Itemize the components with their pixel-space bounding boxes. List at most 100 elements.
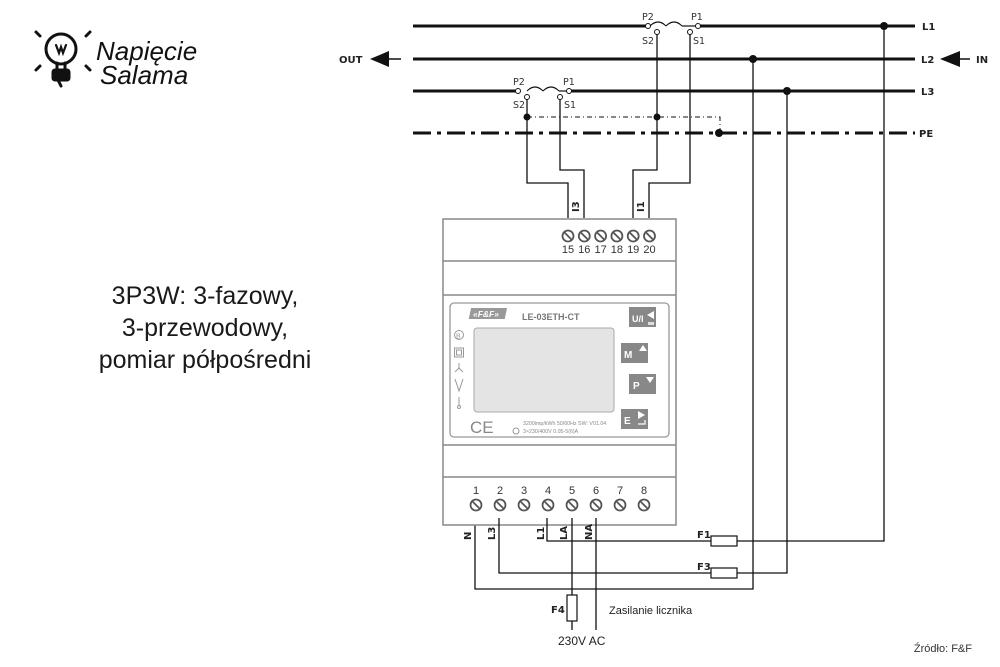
source-credit: Źródło: F&F bbox=[913, 643, 972, 655]
out-arrow-icon bbox=[370, 51, 401, 67]
ct1-s1-label: S1 bbox=[693, 36, 705, 47]
terminal-label-na: NA bbox=[584, 524, 595, 540]
terminal-20: 20 bbox=[643, 229, 656, 256]
svg-text:E: E bbox=[624, 416, 631, 427]
terminal-5: 5 bbox=[565, 485, 579, 512]
terminal-number: 2 bbox=[497, 485, 503, 497]
b-circle-icon: B bbox=[454, 330, 464, 341]
energy-meter: «F&F» LE-03ETH-CT B bbox=[442, 218, 677, 526]
button-p[interactable]: P bbox=[629, 374, 656, 394]
brand-label: «F&F» bbox=[473, 309, 499, 319]
enter-arrow-icon bbox=[638, 411, 646, 425]
bottom-terminal-block: 1 2 3 4 5 6 7 8 bbox=[469, 485, 651, 512]
svg-text:U/I: U/I bbox=[632, 314, 644, 324]
ct1-s2-label: S2 bbox=[642, 36, 654, 47]
light-bulb-icon bbox=[34, 30, 92, 88]
down-arrow-icon bbox=[646, 377, 654, 383]
terminal-number: 15 bbox=[562, 244, 574, 256]
phase-taps bbox=[474, 26, 885, 590]
logo-line1: Napięcie bbox=[96, 36, 197, 66]
terminal-label-l3: L3 bbox=[487, 527, 498, 540]
button-e[interactable]: E bbox=[621, 409, 648, 429]
svg-text:F1: F1 bbox=[697, 530, 711, 541]
junction-dot bbox=[783, 87, 791, 95]
fuse-f4: F4 bbox=[551, 594, 578, 622]
terminal-19: 19 bbox=[626, 229, 640, 256]
terminal-number: 18 bbox=[611, 244, 623, 256]
terminal-number: 19 bbox=[627, 244, 639, 256]
v-icon bbox=[454, 378, 464, 393]
junction-dot bbox=[653, 113, 661, 121]
lcd-display bbox=[473, 327, 615, 413]
junction-dot bbox=[715, 129, 723, 137]
terminal-number: 8 bbox=[641, 485, 647, 497]
in-label: IN bbox=[976, 55, 988, 66]
button-ui[interactable]: U/I bbox=[629, 307, 656, 327]
bus-label-l1: L1 bbox=[922, 22, 935, 33]
up-arrow-icon bbox=[639, 345, 647, 351]
terminal-2: 2 bbox=[493, 485, 507, 512]
terminal-18: 18 bbox=[610, 229, 624, 256]
caption-line-1: 3P3W: 3-fazowy, bbox=[111, 282, 299, 310]
ct-secondary-wiring bbox=[526, 34, 721, 218]
brand-badge bbox=[468, 308, 508, 319]
logo: Napięcie Salama bbox=[34, 30, 197, 90]
terminal-label-la: LA bbox=[559, 526, 570, 540]
terminal-number: 7 bbox=[617, 485, 623, 497]
svg-text:P: P bbox=[633, 381, 640, 392]
ct3-p2-label: P2 bbox=[513, 77, 525, 88]
terminal-3: 3 bbox=[517, 485, 531, 512]
current-transformer-l1: P2 P1 S2 S1 bbox=[642, 12, 705, 47]
top-terminal-block: 15 16 17 18 19 20 bbox=[561, 229, 656, 256]
terminal-8: 8 bbox=[637, 485, 651, 512]
terminal-number: 3 bbox=[521, 485, 527, 497]
terminal-number: 20 bbox=[643, 244, 655, 256]
model-label: LE-03ETH-CT bbox=[522, 312, 580, 322]
terminal-4: 4 bbox=[541, 485, 555, 512]
caption-line-2: 3-przewodowy, bbox=[121, 314, 289, 342]
supply-voltage: 230V AC bbox=[558, 634, 606, 648]
terminal-1: 1 bbox=[469, 485, 483, 512]
terminal-6: 6 bbox=[589, 485, 603, 512]
terminal-label-n: N bbox=[463, 532, 474, 540]
junction-dot bbox=[749, 55, 757, 63]
terminal-label-l1: L1 bbox=[536, 527, 547, 540]
terminal-number: 6 bbox=[593, 485, 599, 497]
fuse-f1: F1 bbox=[697, 530, 738, 547]
ct3-s1-label: S1 bbox=[564, 100, 576, 111]
junction-dot bbox=[880, 22, 888, 30]
star-connection-icon bbox=[454, 363, 464, 373]
bus-label-pe: PE bbox=[919, 129, 933, 140]
spec-line2: 3×230/400V 0.05-5(6)A bbox=[523, 429, 579, 435]
pin-icon bbox=[457, 397, 461, 409]
logo-line2: Salama bbox=[100, 60, 188, 90]
out-label: OUT bbox=[339, 55, 363, 66]
current-transformer-l3: P2 P1 S2 S1 bbox=[513, 77, 576, 111]
terminal-number: 17 bbox=[594, 244, 606, 256]
terminal-number: 5 bbox=[569, 485, 575, 497]
terminal-17: 17 bbox=[594, 229, 607, 256]
button-m[interactable]: M bbox=[621, 343, 648, 363]
svg-text:M: M bbox=[624, 350, 632, 361]
terminal-number: 1 bbox=[473, 485, 479, 497]
fuse-f3: F3 bbox=[697, 562, 738, 579]
ce-mark: CE bbox=[470, 418, 494, 437]
junction-dot bbox=[523, 113, 531, 121]
supply-label: Zasilanie licznika bbox=[609, 605, 693, 617]
caption-line-3: pomiar półpośredni bbox=[98, 346, 312, 374]
bus-label-l3: L3 bbox=[921, 87, 934, 98]
ct1-p2-label: P2 bbox=[642, 12, 654, 23]
terminal-label-i1: I1 bbox=[636, 201, 647, 212]
square-icon bbox=[454, 347, 464, 358]
led-indicator bbox=[512, 427, 520, 435]
ct3-s2-label: S2 bbox=[513, 100, 525, 111]
back-arrow-icon bbox=[647, 311, 654, 319]
in-arrow-icon bbox=[940, 51, 970, 67]
ct3-p1-label: P1 bbox=[563, 77, 575, 88]
diagram-caption: 3P3W: 3-fazowy, 3-przewodowy, pomiar pół… bbox=[40, 280, 370, 376]
terminal-7: 7 bbox=[613, 485, 627, 512]
terminal-16: 16 bbox=[577, 229, 591, 256]
terminal-number: 16 bbox=[578, 244, 590, 256]
ct1-p1-label: P1 bbox=[691, 12, 703, 23]
